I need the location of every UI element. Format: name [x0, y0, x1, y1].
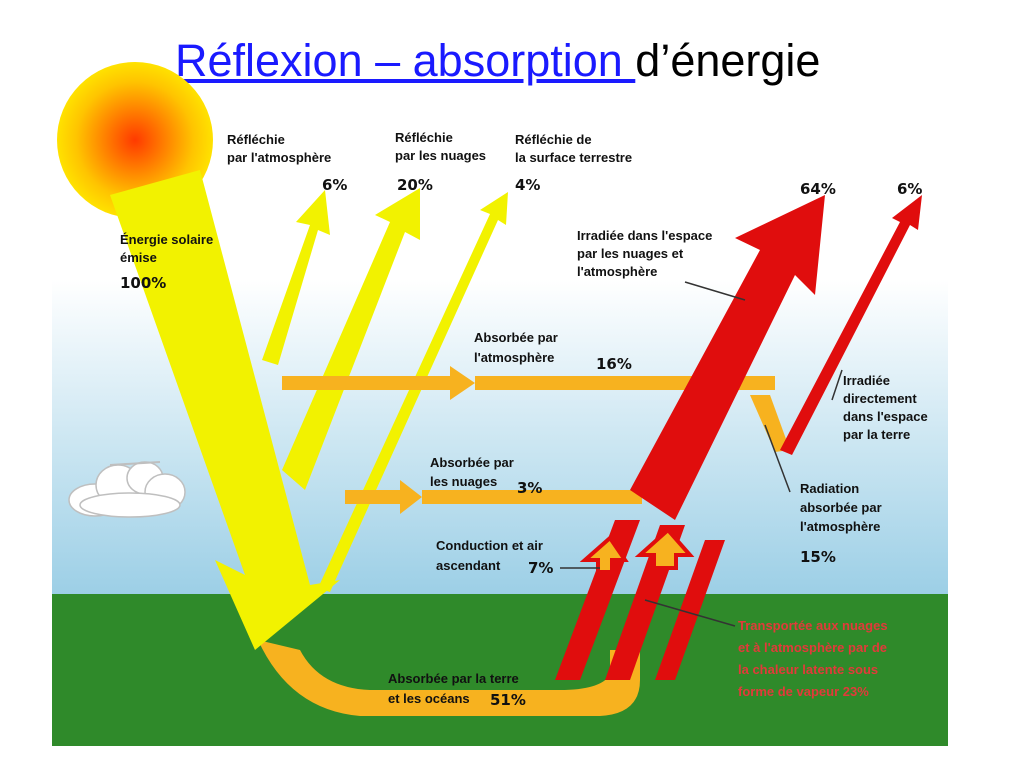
radiated-space-arrow — [630, 195, 825, 520]
reflected-atmosphere-pct: 6% — [322, 176, 347, 194]
radiated-direct-line4: par la terre — [843, 427, 910, 442]
radiated-direct-line3: dans l'espace — [843, 409, 928, 424]
absorbed-clouds-line2: les nuages — [430, 474, 497, 489]
latent-heat-line4: forme de vapeur 23% — [738, 684, 869, 699]
absorbed-atmosphere-line1: Absorbée par — [474, 330, 558, 345]
absorbed-earth-pct: 51% — [490, 691, 526, 709]
leader-direct — [831, 369, 843, 401]
conduction-line1: Conduction et air — [436, 538, 543, 553]
latent-heat-band-3 — [655, 540, 725, 680]
reflected-surface-line1: Réfléchie de — [515, 132, 592, 147]
conduction-pct: 7% — [528, 559, 553, 577]
out-64-pct: 64% — [800, 180, 836, 198]
radiated-space-line1: Irradiée dans l'espace — [577, 228, 712, 243]
absorbed-clouds-line1: Absorbée par — [430, 455, 514, 470]
out-6-pct: 6% — [897, 180, 922, 198]
title-rest: d’énergie — [635, 35, 821, 86]
absorbed-earth-line1: Absorbée par la terre — [388, 671, 519, 686]
latent-heat-line2: et à l'atmosphère par de — [738, 640, 887, 655]
solar-incoming-arrow — [110, 170, 340, 650]
leader-radiation-absorbed — [764, 424, 791, 493]
radiated-direct-line2: directement — [843, 391, 917, 406]
cloud-wisp — [109, 461, 161, 466]
latent-heat-line1: Transportée aux nuages — [738, 618, 888, 633]
reflected-clouds-line2: par les nuages — [395, 148, 486, 163]
latent-heat-line3: la chaleur latente sous — [738, 662, 878, 677]
reflected-clouds-line1: Réfléchie — [395, 130, 453, 145]
radiation-absorbed-line2: absorbée par — [800, 500, 882, 515]
reflected-atmosphere-arrow — [262, 190, 330, 365]
conduction-arrow-1 — [579, 535, 629, 574]
radiated-direct-arrow — [780, 195, 922, 455]
absorbed-clouds-pct: 3% — [517, 479, 542, 497]
conduction-line2: ascendant — [436, 558, 501, 573]
absorbed-clouds-band — [422, 490, 642, 504]
radiation-absorbed-wedge — [750, 395, 790, 452]
page-title: Réflexion – absorption d’énergie — [0, 30, 1024, 92]
reflected-clouds-arrow — [282, 188, 420, 490]
reflected-surface-line2: la surface terrestre — [515, 150, 632, 165]
leader-radiated — [684, 281, 746, 301]
title-link[interactable]: Réflexion – absorption — [175, 35, 636, 86]
absorbed-atmosphere-arrow — [282, 366, 475, 400]
ground-background — [52, 594, 948, 746]
conduction-arrow-2 — [634, 527, 695, 570]
reflected-atmosphere-line2: par l'atmosphère — [227, 150, 331, 165]
absorbed-atmosphere-pct: 16% — [596, 355, 632, 373]
radiation-absorbed-pct: 15% — [800, 548, 836, 566]
radiated-space-line3: l'atmosphère — [577, 264, 657, 279]
leader-latent — [644, 599, 736, 627]
solar-emitted-pct: 100% — [120, 274, 166, 292]
cloud-icon — [68, 461, 186, 518]
radiated-direct-line1: Irradiée — [843, 373, 890, 388]
absorbed-clouds-arrow — [345, 480, 422, 514]
reflected-clouds-pct: 20% — [397, 176, 433, 194]
absorbed-earth-line2: et les océans — [388, 691, 470, 706]
solar-emitted-line2: émise — [120, 250, 157, 265]
radiation-absorbed-line3: l'atmosphère — [800, 519, 880, 534]
absorbed-earth-band — [258, 640, 640, 716]
radiation-absorbed-line1: Radiation — [800, 481, 859, 496]
solar-emitted-line1: Énergie solaire — [120, 232, 213, 247]
radiated-space-line2: par les nuages et — [577, 246, 684, 261]
reflected-surface-pct: 4% — [515, 176, 540, 194]
reflected-atmosphere-line1: Réfléchie — [227, 132, 285, 147]
absorbed-atmosphere-line2: l'atmosphère — [474, 350, 554, 365]
